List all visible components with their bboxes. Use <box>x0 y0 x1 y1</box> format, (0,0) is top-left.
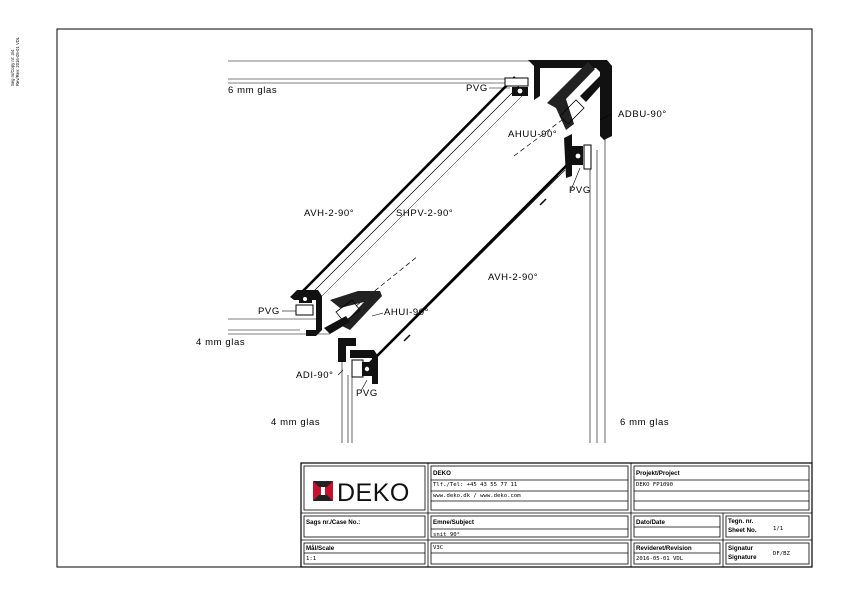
project-value: DEKO FP1090 <box>636 482 673 488</box>
scale-value: 1:1 <box>306 556 316 562</box>
label-pvc-right: PVG <box>569 185 591 196</box>
subject-value: snit 90° <box>433 532 460 538</box>
label-glass-bottom-left: 4 mm glas <box>271 417 320 428</box>
label-pvc-left: PVG <box>258 306 280 317</box>
drawing-header: Tegn. nr. <box>728 518 754 525</box>
label-shpv: SHPV-2-90° <box>396 208 453 219</box>
side-note: Seg nr/Copy nr: 3/4 Rev/Rev: 2016-05-01 … <box>10 36 20 86</box>
title-block: DEKO DEKO Tlf./Tel: +45 43 55 77 11 www.… <box>300 462 813 568</box>
label-glass-bottom-right: 6 mm glas <box>620 417 669 428</box>
glass-top <box>228 60 532 84</box>
label-adbu: ADBU-90° <box>618 109 667 120</box>
label-glass-top: 6 mm glas <box>228 85 277 96</box>
deko-logo: DEKO <box>313 479 410 507</box>
label-glass-left: 4 mm glas <box>196 337 245 348</box>
corner-top-right <box>504 60 612 178</box>
glass-right <box>589 135 606 443</box>
revision-value: 2016-05-01 VDL <box>636 556 684 562</box>
company-web: www.deko.dk / www.deko.com <box>433 493 521 499</box>
company-phone: Tlf./Tel: +45 43 55 77 11 <box>433 482 517 488</box>
logo-text: DEKO <box>337 479 410 507</box>
subject-value-2: V3C <box>433 545 443 551</box>
glass-bottom <box>341 360 353 443</box>
signature-header-1: Signatur <box>728 545 754 552</box>
company-name: DEKO <box>433 470 451 477</box>
project-header: Projekt/Project <box>636 470 680 477</box>
case-header: Sags nr./Case No.: <box>306 519 360 526</box>
label-pvc-bottom: PVG <box>356 388 378 399</box>
side-note-line-1: Seg nr/Copy nr: 3/4 <box>10 49 15 86</box>
label-pvc-top: PVG <box>466 83 488 94</box>
label-ahuu: AHUU-90° <box>508 129 557 140</box>
corner-bottom-left <box>290 290 382 384</box>
diagonal-panel <box>302 76 571 367</box>
leader-lines <box>282 87 613 392</box>
revision-header: Revideret/Revision <box>636 545 692 552</box>
label-avh-upper: AVH-2-90° <box>304 208 354 219</box>
label-avh-lower: AVH-2-90° <box>488 272 538 283</box>
label-ahui: AHUI-90° <box>384 307 429 318</box>
scale-header: Mål/Scale <box>306 545 335 552</box>
logo-mark-icon <box>313 481 333 501</box>
signature-header-2: Signature <box>728 554 757 561</box>
label-adi: ADI-90° <box>296 370 334 381</box>
side-note-line-2: Rev/Rev: 2016-05-01 VDL <box>15 36 20 86</box>
sheet-header: Sheet No. <box>728 527 757 534</box>
date-header: Dato/Date <box>636 519 665 526</box>
sheet-value: 1/1 <box>773 526 783 532</box>
subject-header: Emne/Subject <box>433 519 474 526</box>
signature-value: DF/BZ <box>773 551 790 557</box>
